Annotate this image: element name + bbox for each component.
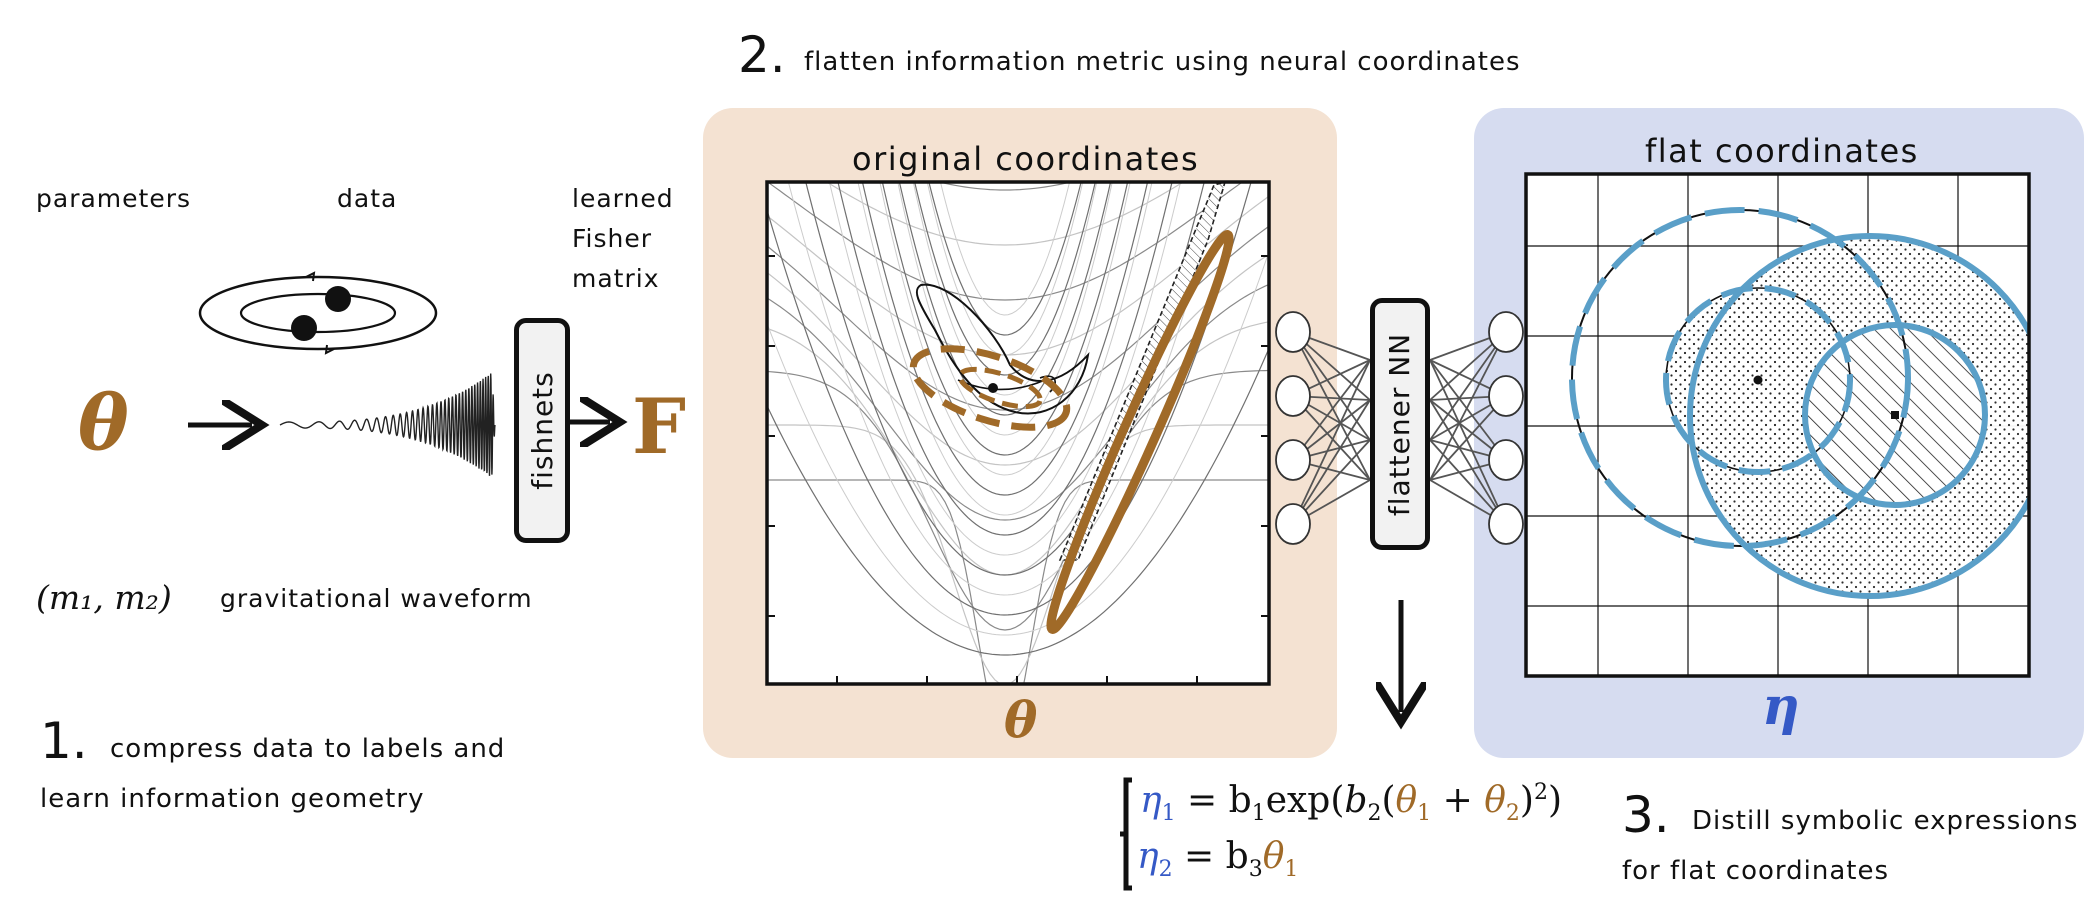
coordinate-gridline — [767, 253, 1269, 466]
waveform-icon — [279, 373, 496, 476]
fishnets-box: fishnets — [514, 318, 570, 543]
fisher-label: Fisher — [572, 224, 653, 253]
equation-bracket — [1120, 777, 1132, 891]
equation-eta1: η1 = b1exp(b2(θ1 + θ2)2) — [1140, 780, 1563, 827]
theta-symbol: θ — [78, 378, 129, 467]
step2-number: 2. — [738, 26, 786, 84]
coordinate-gridline — [936, 182, 1074, 191]
fisher-ellipse-long — [1046, 230, 1234, 634]
coordinate-gridline — [881, 182, 1129, 456]
coordinate-gridline — [825, 182, 1185, 246]
coordinate-gridline — [767, 182, 1244, 301]
step3-number: 3. — [1622, 786, 1670, 844]
nn-node — [1275, 439, 1311, 481]
nn-connection — [1292, 359, 1371, 461]
dashed-circle-large — [1569, 207, 1911, 549]
nn-node — [1275, 311, 1311, 353]
flat-axis-symbol: η — [1762, 676, 1800, 737]
flattener-box: flattener NN — [1370, 298, 1430, 550]
flat-panel-title: flat coordinates — [1645, 132, 1919, 170]
solid-circle-small — [1802, 322, 1988, 508]
coordinate-gridline — [767, 369, 1269, 631]
coordinate-gridline — [912, 182, 1098, 396]
binary-orbit-icon — [198, 271, 438, 355]
coordinate-gridline — [767, 182, 1252, 616]
coordinate-gridline — [837, 182, 1173, 536]
nn-node — [1488, 503, 1524, 545]
step3-line1: Distill symbolic expressions — [1692, 806, 2079, 836]
step1-number: 1. — [40, 712, 88, 770]
waveform-label: gravitational waveform — [220, 584, 533, 613]
coordinate-gridline — [767, 479, 1269, 684]
nn-node — [1488, 375, 1524, 417]
fisher-ellipse-dashed — [909, 345, 1071, 431]
matrix-label: matrix — [572, 264, 660, 293]
banana-contour — [915, 283, 1090, 415]
nn-connection — [1429, 399, 1507, 525]
nn-node — [1275, 375, 1311, 417]
equation-eta2: η2 = b3θ1 — [1137, 836, 1299, 883]
original-panel-title: original coordinates — [852, 140, 1200, 178]
coordinate-gridline — [857, 182, 1153, 516]
step2-text: flatten information metric using neural … — [804, 47, 1521, 77]
step1-line2: learn information geometry — [40, 784, 425, 814]
original-axis-symbol: θ — [1004, 690, 1038, 749]
nn-connection — [1429, 359, 1507, 525]
neural-network — [1275, 311, 1524, 545]
coordinate-gridline — [879, 182, 1131, 476]
fiducial-point — [988, 383, 998, 393]
coordinate-gridline — [767, 283, 1269, 521]
nn-node — [1275, 503, 1311, 545]
fisher-symbol: F — [632, 382, 686, 471]
nn-node — [1488, 439, 1524, 481]
dashed-circle-small — [1663, 285, 1853, 475]
narrow-posterior-contour — [1058, 182, 1226, 561]
flattener-label: flattener NN — [1383, 332, 1417, 516]
fishnets-label: fishnets — [525, 371, 559, 490]
coordinate-gridline — [767, 250, 1269, 636]
coordinate-gridline — [926, 182, 1084, 356]
step1-line1: compress data to labels and — [110, 734, 506, 764]
nn-connection — [1292, 331, 1371, 481]
nn-node — [1488, 311, 1524, 353]
coordinate-gridline — [828, 182, 1182, 556]
coordinate-gridline — [897, 182, 1113, 436]
nn-connection — [1429, 359, 1507, 461]
coordinate-gridline — [939, 182, 1071, 316]
data-label: data — [337, 184, 398, 213]
coordinate-gridline — [928, 182, 1082, 336]
nn-connection — [1292, 359, 1371, 525]
step3-line2: for flat coordinates — [1622, 856, 1889, 886]
original-coordinates-plot — [765, 180, 1271, 686]
coordinate-gridline — [861, 182, 1149, 496]
masses-label: (m₁, m₂) — [36, 578, 172, 617]
parameters-label: parameters — [36, 184, 192, 213]
coordinate-gridline — [805, 182, 1205, 576]
solid-circle-large — [1687, 233, 2029, 599]
learned-label: learned — [572, 184, 674, 213]
flat-coordinates-plot — [1524, 172, 2031, 678]
nn-connection — [1292, 399, 1371, 525]
coordinate-gridline — [767, 346, 1269, 656]
